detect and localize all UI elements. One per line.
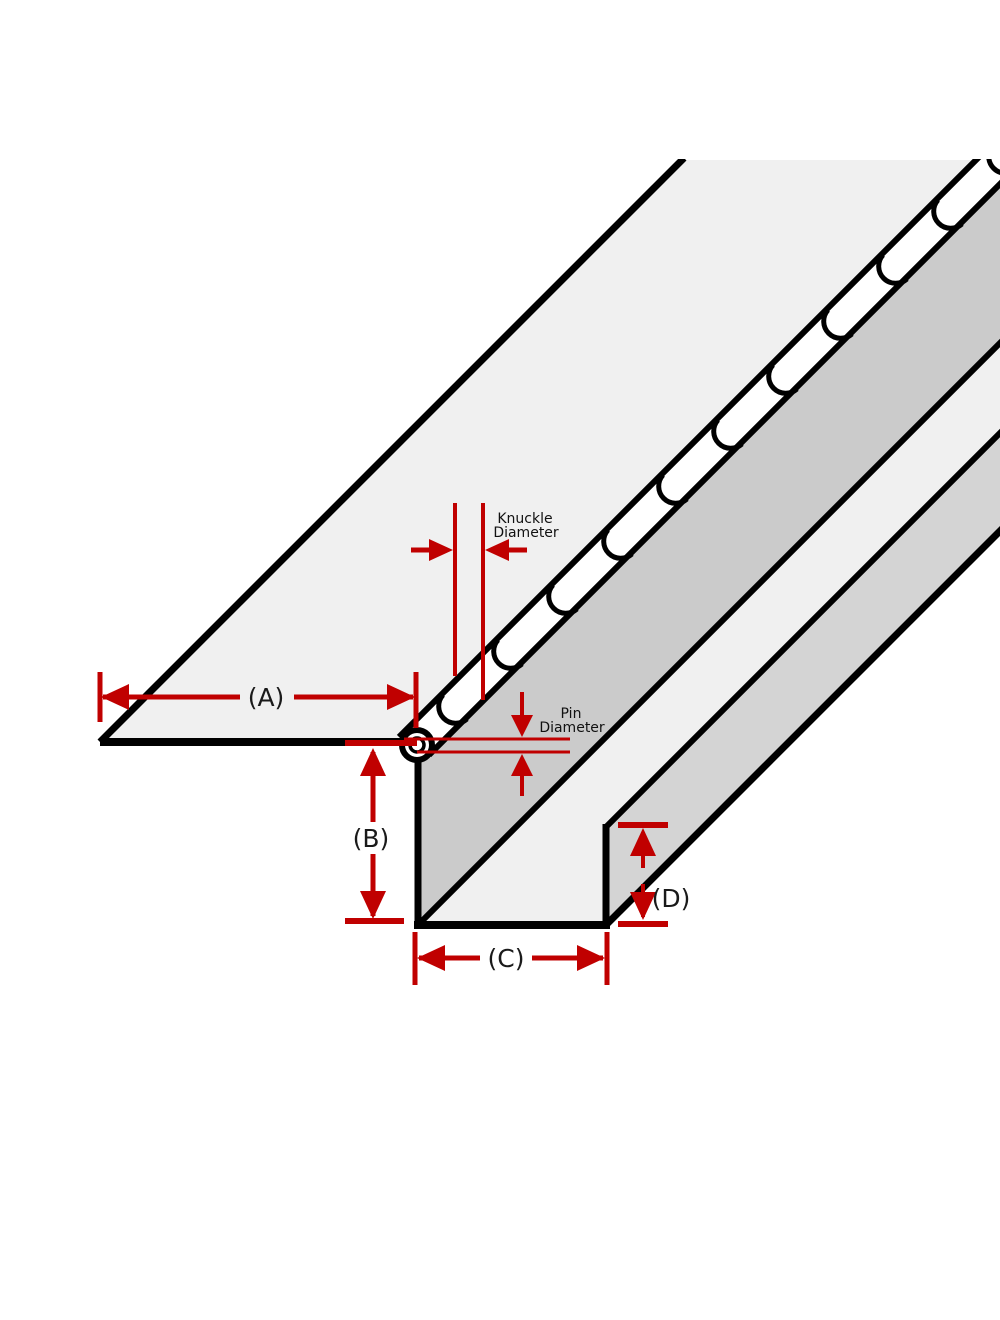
- hinge-3d-view: [97, 159, 1000, 929]
- outline-edges: [97, 159, 1000, 929]
- wall-bottom-inner-edge: [415, 338, 1000, 928]
- pin-dim-arrow-up: [511, 754, 533, 776]
- dim-a-label: (A): [248, 683, 285, 712]
- dimension-knuckle-diameter: Knuckle Diameter: [411, 503, 559, 700]
- knuckle-dim-arrow-left: [429, 539, 453, 561]
- dimension-annotations: (A) (B) (C): [97, 503, 691, 985]
- dim-a-arrow-right: [387, 684, 415, 710]
- dim-c-arrow-left: [417, 945, 445, 971]
- dimension-d: (D): [618, 822, 691, 927]
- dim-b-label: (B): [353, 824, 390, 853]
- flange-surface: [606, 433, 1000, 925]
- pin-diameter-label-line1: Pin: [561, 706, 582, 722]
- pin-dim-arrow-down: [511, 715, 533, 737]
- dimension-a: (A): [97, 672, 419, 728]
- dim-d-arrow-down: [630, 892, 656, 920]
- flange-outer-bottom-edge: [603, 526, 1000, 928]
- left-leaf-surface: [100, 160, 986, 742]
- flange-top-edge: [603, 428, 1000, 830]
- knuckle-diameter-label-line1: Knuckle: [497, 511, 552, 527]
- dim-b-arrow-down: [360, 891, 386, 919]
- leaf-left-edge: [97, 159, 687, 745]
- pin-diameter-label-line2: Diameter: [539, 720, 605, 736]
- dimension-c: (C): [412, 932, 610, 985]
- knuckle-dim-arrow-right: [485, 539, 509, 561]
- dim-c-label: (C): [488, 944, 525, 973]
- barrel-lower-tangent-edge: [426, 179, 1000, 758]
- dimension-pin-diameter: Pin Diameter: [404, 692, 605, 796]
- dimension-b: (B): [345, 740, 417, 924]
- dim-a-arrow-left: [101, 684, 129, 710]
- dim-c-arrow-right: [577, 945, 605, 971]
- barrel-upper-tangent-edge: [396, 159, 982, 740]
- knuckle-diameter-label-line2: Diameter: [493, 525, 559, 541]
- dim-d-label: (D): [652, 884, 691, 913]
- knuckle-arc: [986, 159, 1000, 175]
